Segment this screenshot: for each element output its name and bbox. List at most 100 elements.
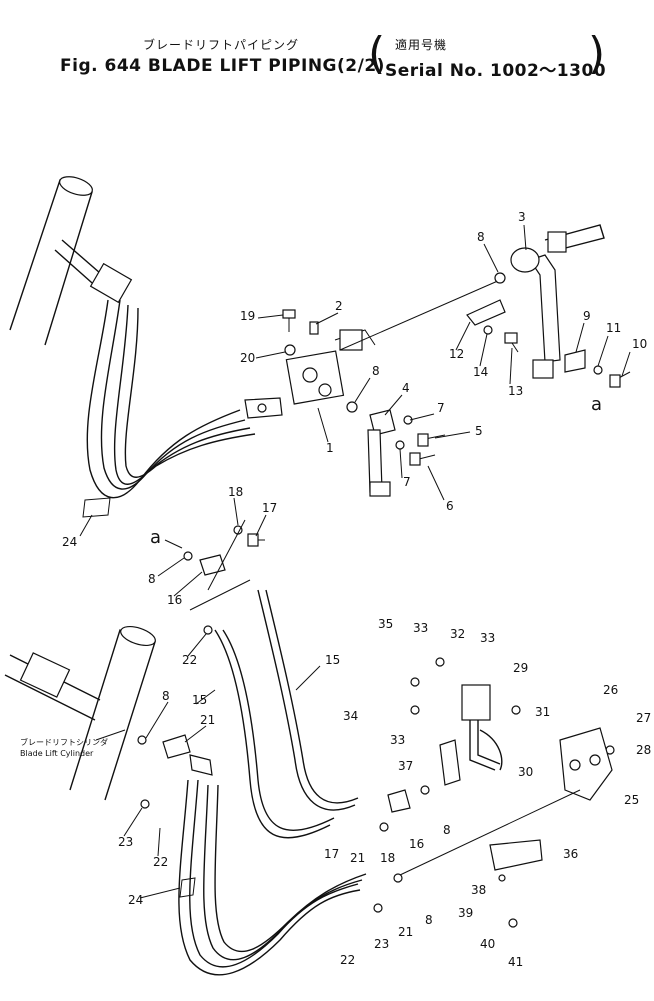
leader-line [189, 579, 251, 611]
callout-40: 40 [480, 937, 495, 951]
title-japanese: ブレードリフトパイピング [143, 38, 300, 52]
leader-line [207, 519, 246, 591]
bracket-12 [466, 299, 506, 326]
callout-33-top: 33 [413, 621, 428, 635]
callout-2: 2 [335, 299, 343, 313]
callout-22-upper: 22 [182, 653, 197, 667]
callout-17-upper: 17 [262, 501, 277, 515]
bracket-9 [564, 349, 586, 373]
callout-leaders [79, 224, 631, 899]
lower-hose-pair [178, 779, 367, 976]
callout-labels: 1 2 3 4 5 6 7 7 8 8 8 8 8 8 9 10 11 12 1… [62, 210, 651, 969]
upper-hose-pair [86, 299, 256, 499]
callout-8-top: 8 [477, 230, 485, 244]
callout-16-upper: 16 [167, 593, 182, 607]
callout-34: 34 [343, 709, 358, 723]
serial-label-japanese: 適用号機 [395, 38, 448, 52]
callout-5: 5 [475, 424, 483, 438]
reference-marker-a-right: a [591, 394, 602, 415]
left-paren-decoration: ( [368, 28, 386, 79]
clamp-21-lower [162, 734, 191, 759]
callout-18-lower: 18 [380, 851, 395, 865]
callout-14: 14 [473, 365, 488, 379]
upper-blade-lift-cylinder [9, 176, 133, 346]
cylinder-label-japanese: ブレードリフトシリンダ [20, 737, 108, 747]
callout-13: 13 [508, 384, 523, 398]
callout-22-left: 22 [153, 855, 168, 869]
clamp-16-lower [387, 789, 411, 813]
callout-15-left: 15 [192, 693, 207, 707]
callout-12: 12 [449, 347, 464, 361]
callout-25: 25 [624, 793, 639, 807]
callout-32: 32 [450, 627, 465, 641]
callout-24-lower: 24 [128, 893, 143, 907]
callout-21-left: 21 [200, 713, 215, 727]
callout-16-lower: 16 [409, 837, 424, 851]
figure-header: ブレードリフトパイピング Fig. 644 BLADE LIFT PIPING(… [0, 0, 654, 90]
valve-block-25 [559, 727, 613, 801]
washers-orings [137, 272, 615, 928]
callout-8-left: 8 [148, 572, 156, 586]
bolts [247, 309, 631, 547]
callout-33-lower: 33 [390, 733, 405, 747]
callout-37: 37 [398, 759, 413, 773]
callout-21-bottom: 21 [398, 925, 413, 939]
hose-tag-upper [82, 497, 111, 518]
leader-line [399, 789, 581, 876]
reference-marker-a-left: a [150, 527, 161, 548]
clamp-4-and-bracket [367, 409, 396, 497]
callout-8-upper-mid: 8 [372, 364, 380, 378]
callout-6: 6 [446, 499, 454, 513]
pipe-block-29-30 [439, 684, 503, 786]
clamp-lower-block [189, 754, 213, 776]
callout-38: 38 [471, 883, 486, 897]
callout-3: 3 [518, 210, 526, 224]
callout-8-cylinder: 8 [162, 689, 170, 703]
figure-title: Fig. 644 BLADE LIFT PIPING(2/2) [60, 56, 385, 76]
callout-26: 26 [603, 683, 618, 697]
callout-31: 31 [535, 705, 550, 719]
cylinder-label-english: Blade Lift Cylinder [20, 749, 94, 758]
callout-8-bottom: 8 [425, 913, 433, 927]
callout-33-right: 33 [480, 631, 495, 645]
callout-20: 20 [240, 351, 255, 365]
callout-24-upper: 24 [62, 535, 77, 549]
hose-clamp-upper [244, 397, 283, 419]
callout-21-mid: 21 [350, 851, 365, 865]
callout-10: 10 [632, 337, 647, 351]
junction-block-upper [285, 329, 376, 405]
callout-15-right: 15 [325, 653, 340, 667]
callout-30: 30 [518, 765, 533, 779]
callout-7-upper: 7 [437, 401, 445, 415]
cover-plate-36 [489, 839, 543, 871]
callout-1: 1 [326, 441, 334, 455]
callout-4: 4 [402, 381, 410, 395]
callout-36: 36 [563, 847, 578, 861]
pipe-elbow-3 [510, 224, 605, 379]
hose-tag-lower [179, 877, 196, 898]
callout-11: 11 [606, 321, 621, 335]
callout-23-bottom: 23 [374, 937, 389, 951]
callout-35: 35 [378, 617, 393, 631]
leader-line [339, 279, 501, 351]
callout-23-left: 23 [118, 835, 133, 849]
callout-22-bottom: 22 [340, 953, 355, 967]
callout-29: 29 [513, 661, 528, 675]
lower-blade-lift-cylinder [4, 625, 156, 801]
callout-28: 28 [636, 743, 651, 757]
serial-number-range: Serial No. 1002～1300 [385, 61, 607, 81]
right-paren-decoration: ) [588, 28, 606, 79]
callout-18-upper: 18 [228, 485, 243, 499]
callout-8-lower: 8 [443, 823, 451, 837]
marker-a-arrow [164, 539, 183, 549]
callout-9: 9 [583, 309, 591, 323]
callout-7-lower: 7 [403, 475, 411, 489]
long-hose-15 [214, 589, 359, 839]
callout-17-lower: 17 [324, 847, 339, 861]
callout-39: 39 [458, 906, 473, 920]
cylinder-label-leader [95, 729, 126, 741]
callout-41: 41 [508, 955, 523, 969]
callout-19: 19 [240, 309, 255, 323]
callout-27: 27 [636, 711, 651, 725]
